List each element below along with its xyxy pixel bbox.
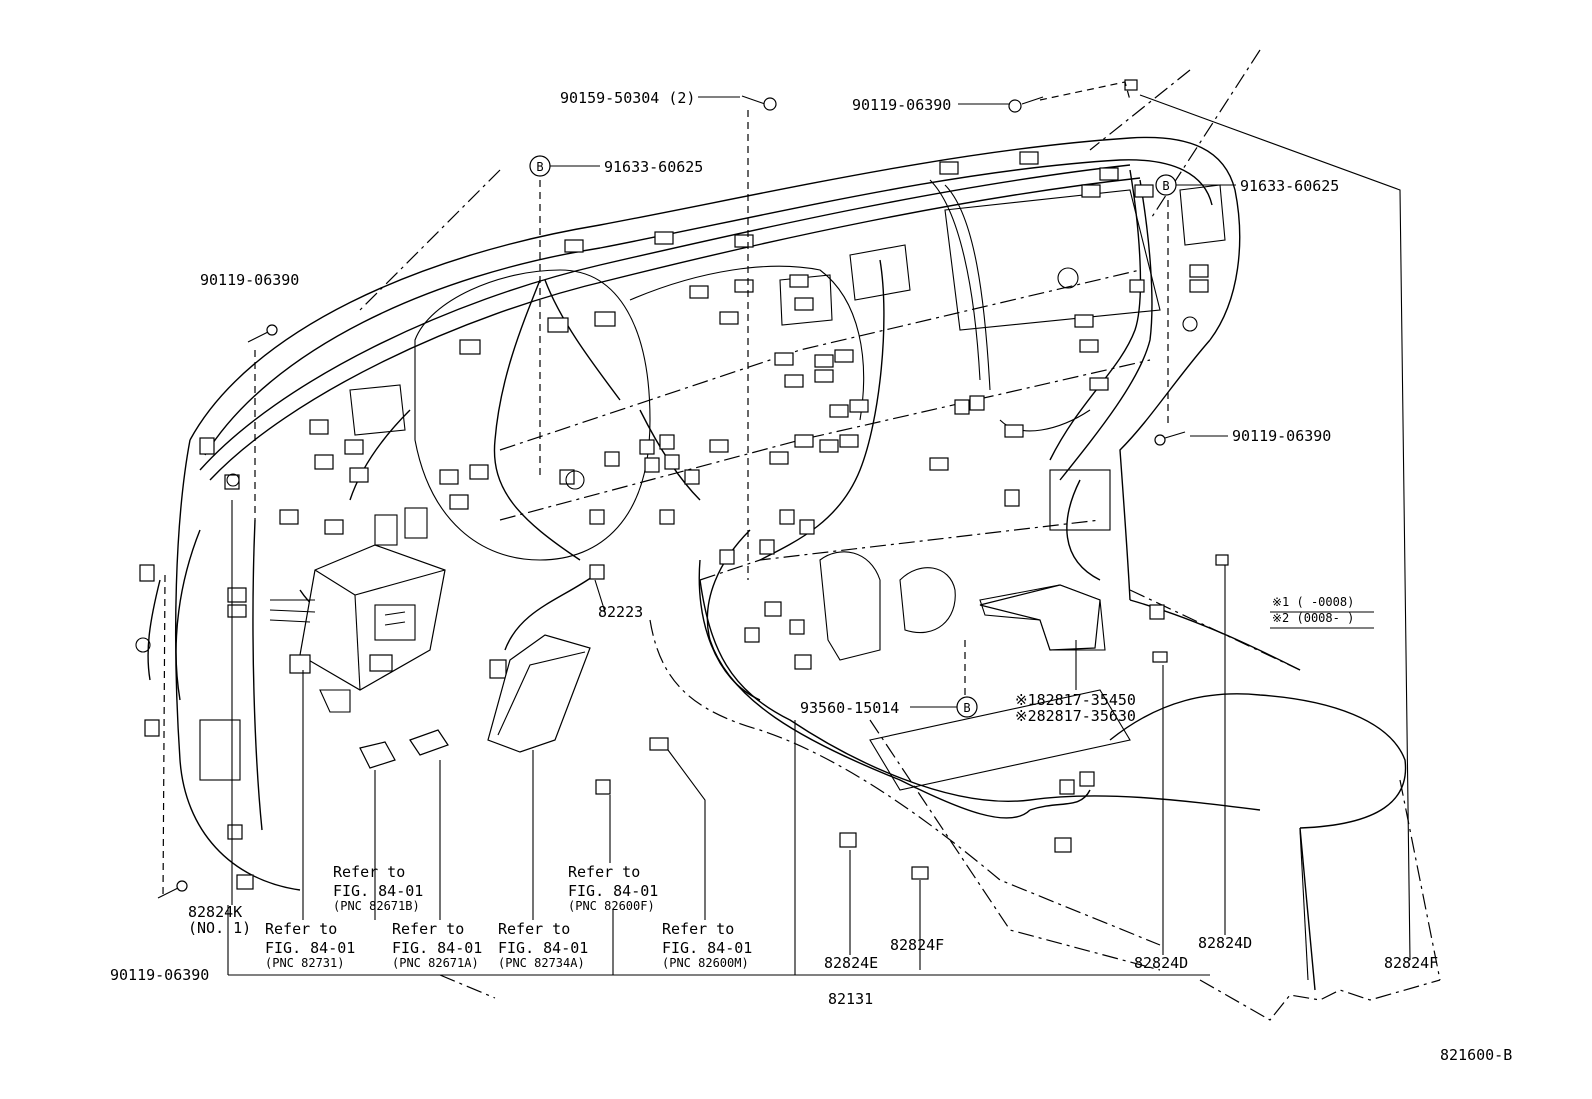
harness-wires [147, 164, 1153, 819]
svg-text:Refer to: Refer to [392, 920, 464, 938]
leader-lines [162, 81, 1411, 981]
ref-note-82600f: Refer to FIG. 84-01 (PNC 82600F) [568, 863, 658, 913]
svg-text:FIG. 84-01: FIG. 84-01 [392, 939, 482, 957]
svg-text:(PNC 82671B): (PNC 82671B) [333, 899, 420, 913]
label-bolt-left-upper: 90119-06390 [200, 271, 299, 289]
label-wire-k-sub: (NO. 1) [188, 919, 251, 937]
ref-note-82600m: Refer to FIG. 84-01 (PNC 82600M) [662, 920, 752, 970]
diagram-id: 821600-B [1440, 1046, 1512, 1064]
svg-text:B: B [536, 160, 543, 174]
junction-block [269, 544, 446, 713]
label-wire-main: 82131 [828, 990, 873, 1008]
legend: ※1 ( -0008) ※2 (0008- ) [1270, 595, 1374, 629]
bolt-icon-right [1154, 431, 1186, 446]
svg-text:FIG. 84-01: FIG. 84-01 [662, 939, 752, 957]
label-ecu: 82223 [598, 603, 643, 621]
svg-text:FIG. 84-01: FIG. 84-01 [265, 939, 355, 957]
label-wire-f1: 82824F [890, 936, 944, 954]
ref-note-82731: Refer to FIG. 84-01 (PNC 82731) [265, 920, 355, 970]
svg-text:Refer to: Refer to [333, 863, 405, 881]
bolt-icon-left-lower [157, 880, 188, 899]
svg-text:(PNC 82600M): (PNC 82600M) [662, 956, 749, 970]
label-wire-f2: 82824F [1384, 954, 1438, 972]
svg-text:B: B [1162, 179, 1169, 193]
outline-dashdot [359, 49, 1441, 1021]
legend-note-1: ※1 ( -0008) [1272, 595, 1354, 609]
bubble-b-left: B [529, 155, 551, 177]
svg-text:FIG. 84-01: FIG. 84-01 [498, 939, 588, 957]
label-bracket-1: ※182817-35450 [1015, 691, 1136, 709]
svg-text:(PNC 82600F): (PNC 82600F) [568, 899, 655, 913]
label-wire-k: 82824K [188, 903, 242, 921]
label-wire-e: 82824E [824, 954, 878, 972]
label-clip-center: 93560-15014 [800, 699, 899, 717]
ref-note-82671b: Refer to FIG. 84-01 (PNC 82671B) [333, 863, 423, 913]
svg-text:Refer to: Refer to [498, 920, 570, 938]
bolt-icon-top [741, 95, 777, 111]
bubble-b-right: B [1155, 174, 1177, 196]
label-wire-d2: 82824D [1198, 934, 1252, 952]
label-clamp-right-top: 91633-60625 [1240, 177, 1339, 195]
legend-note-2: ※2 (0008- ) [1272, 611, 1354, 625]
svg-text:B: B [963, 701, 970, 715]
label-wire-d1: 82824D [1134, 954, 1188, 972]
relay-clips [359, 584, 1101, 795]
svg-text:FIG. 84-01: FIG. 84-01 [568, 882, 658, 900]
label-bolt-top-right: 90119-06390 [852, 96, 951, 114]
bolt-icon-top-right [1008, 96, 1044, 113]
svg-text:(PNC 82731): (PNC 82731) [265, 956, 344, 970]
bubble-b-center: B [956, 696, 978, 718]
svg-text:Refer to: Refer to [568, 863, 640, 881]
ref-note-82734a: Refer to FIG. 84-01 (PNC 82734A) [498, 920, 588, 970]
ref-note-82671a: Refer to FIG. 84-01 (PNC 82671A) [392, 920, 482, 970]
ecu-module [487, 634, 591, 753]
svg-text:Refer to: Refer to [662, 920, 734, 938]
svg-text:(PNC 82671A): (PNC 82671A) [392, 956, 479, 970]
label-bolt-left-lower: 90119-06390 [110, 966, 209, 984]
label-bolt-right: 90119-06390 [1232, 427, 1331, 445]
bolt-icon-left-upper [247, 324, 278, 343]
svg-text:FIG. 84-01: FIG. 84-01 [333, 882, 423, 900]
svg-text:(PNC 82734A): (PNC 82734A) [498, 956, 585, 970]
svg-text:Refer to: Refer to [265, 920, 337, 938]
label-bracket-2: ※282817-35630 [1015, 707, 1136, 725]
connectors [135, 79, 1229, 890]
label-bolt-top: 90159-50304 (2) [560, 89, 695, 107]
label-clamp-left-top: 91633-60625 [604, 158, 703, 176]
part-labels: 90159-50304 (2) 90119-06390 91633-60625 … [110, 89, 1438, 1008]
